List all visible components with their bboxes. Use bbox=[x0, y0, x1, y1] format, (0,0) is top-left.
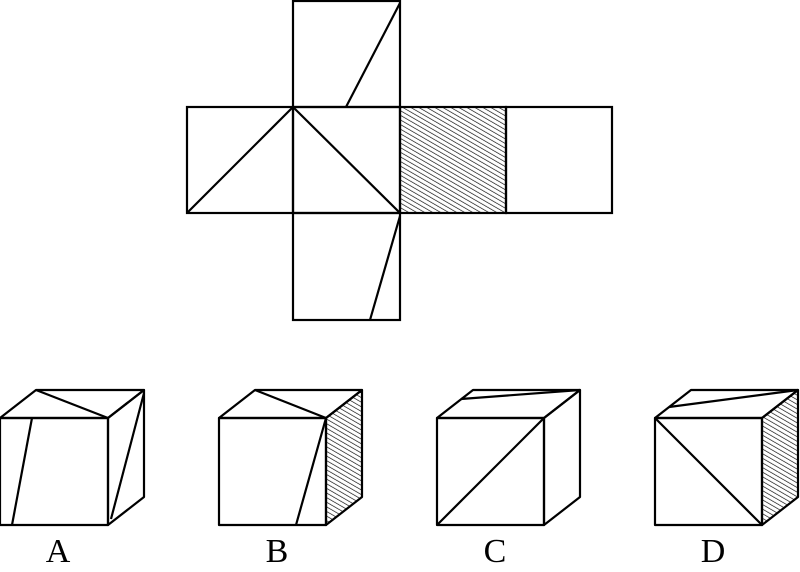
option-a-label[interactable]: A bbox=[45, 533, 71, 570]
option-a-front-face bbox=[0, 416, 110, 527]
option-c-cube[interactable] bbox=[435, 388, 582, 527]
net-face-bottom bbox=[291, 211, 402, 322]
option-c-side-face bbox=[542, 388, 582, 527]
net-face-shaded bbox=[398, 105, 508, 215]
option-b-cube[interactable] bbox=[217, 388, 364, 527]
net-face-far-right bbox=[504, 105, 614, 215]
option-c-label[interactable]: C bbox=[483, 533, 507, 570]
option-b-label[interactable]: B bbox=[265, 533, 289, 570]
cube-net bbox=[185, 0, 614, 322]
option-a-cube[interactable] bbox=[0, 388, 146, 527]
option-a-side-face bbox=[106, 388, 146, 527]
option-c-top-face bbox=[435, 388, 582, 420]
option-d-cube[interactable] bbox=[653, 388, 800, 527]
option-d-label[interactable]: D bbox=[700, 533, 726, 570]
net-face-left bbox=[185, 105, 295, 215]
option-d-side-face bbox=[760, 388, 800, 527]
option-b-side-face bbox=[324, 388, 364, 527]
net-face-top bbox=[291, 0, 402, 109]
net-face-center bbox=[291, 105, 402, 215]
